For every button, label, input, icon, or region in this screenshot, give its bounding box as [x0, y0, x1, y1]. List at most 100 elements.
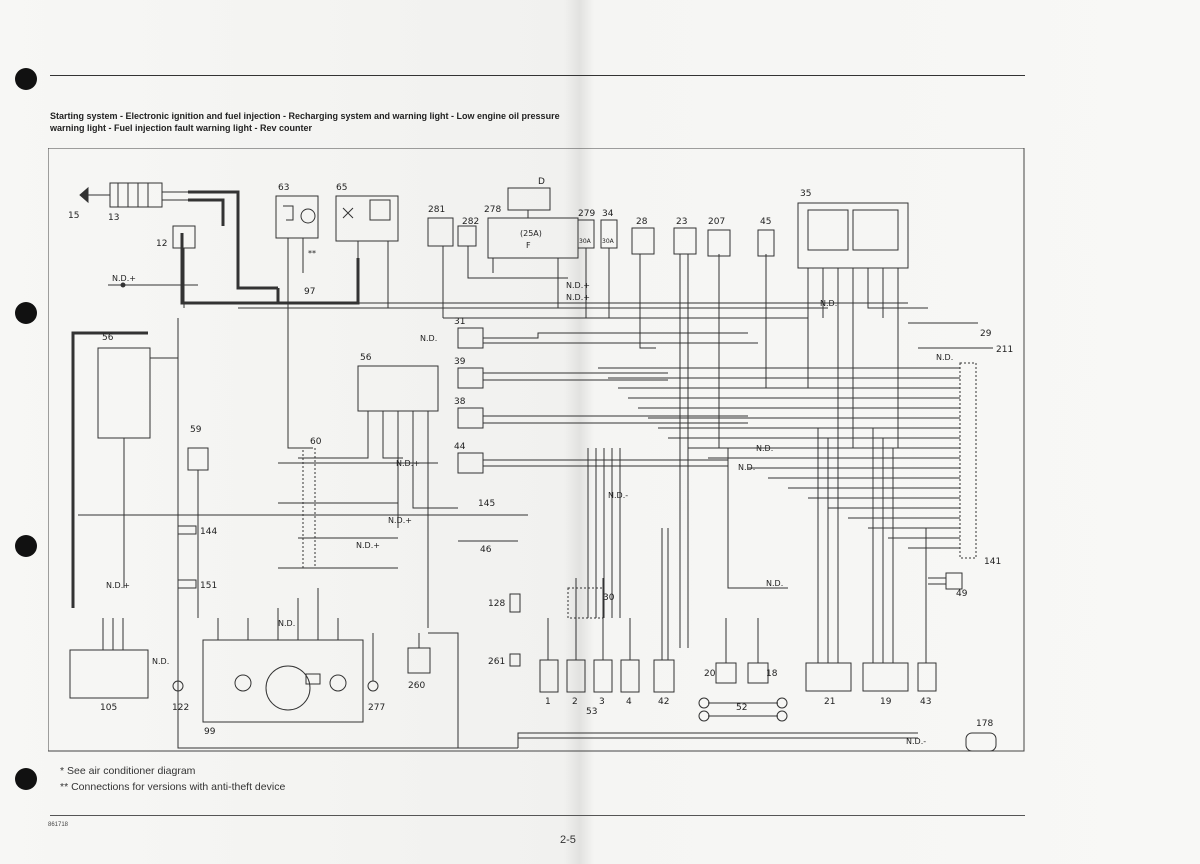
- label-46: 46: [480, 545, 492, 555]
- page-header: Starting system - Electronic ignition an…: [50, 110, 610, 134]
- relay-282: [457, 225, 477, 247]
- label-nd-mid: N.D.: [756, 444, 773, 453]
- alternator-65: [335, 195, 399, 242]
- label-31: 31: [454, 317, 465, 327]
- label-19: 19: [880, 697, 892, 707]
- label-49: 49: [956, 589, 968, 599]
- connector-49: [945, 572, 963, 590]
- label-38: 38: [454, 397, 466, 407]
- ground-277: [367, 680, 379, 692]
- label-59: 59: [190, 425, 202, 435]
- footnote-2: ** Connections for versions with anti-th…: [60, 781, 286, 793]
- fuse-box-278: [487, 187, 579, 259]
- injector-4: [620, 659, 640, 693]
- sensor-38: [457, 407, 484, 429]
- label-23: 23: [676, 217, 687, 227]
- module-105: [69, 649, 149, 699]
- label-fuse-letter: F: [526, 241, 531, 250]
- injector-3: [593, 659, 613, 693]
- label-13: 13: [108, 213, 119, 223]
- label-nd-122: N.D.: [152, 657, 169, 666]
- label-15: 15: [68, 211, 79, 221]
- spark-plug-2: [776, 697, 788, 709]
- label-60: 60: [310, 437, 322, 447]
- label-278: 278: [484, 205, 501, 215]
- sensor-42: [653, 659, 675, 693]
- sensor-178: [965, 732, 997, 752]
- label-nd-minus-injectors: N.D.-: [608, 491, 628, 500]
- connector-141: [959, 362, 977, 559]
- header-rule: [50, 75, 1025, 76]
- relay-281: [427, 217, 454, 247]
- sensor-19: [862, 662, 909, 692]
- label-122: 122: [172, 703, 189, 713]
- instrument-cluster-99: [202, 639, 364, 723]
- label-260: 260: [408, 681, 425, 691]
- label-281: 281: [428, 205, 445, 215]
- binder-hole-3: [15, 535, 37, 557]
- sensor-31: [457, 327, 484, 349]
- battery-13: [79, 182, 188, 208]
- label-fuse: (25A): [520, 229, 542, 238]
- diagram-frame: [48, 148, 1025, 752]
- label-relay-30a-34: 30A: [602, 238, 615, 245]
- component-59: [187, 447, 209, 471]
- sensor-207: [707, 229, 731, 257]
- label-97: 97: [304, 287, 315, 297]
- sensor-45: [757, 229, 775, 257]
- label-4: 4: [626, 697, 632, 707]
- label-282: 282: [462, 217, 479, 227]
- label-145: 145: [478, 499, 495, 509]
- label-45: 45: [760, 217, 771, 227]
- label-35: 35: [800, 189, 811, 199]
- sensor-28: [631, 227, 655, 255]
- header-line-1: Starting system - Electronic ignition an…: [50, 111, 560, 121]
- label-144: 144: [200, 527, 217, 537]
- label-18: 18: [766, 669, 778, 679]
- module-56: [357, 365, 439, 412]
- label-12: 12: [156, 239, 167, 249]
- label-20: 20: [704, 669, 716, 679]
- starter-63: [275, 195, 319, 239]
- label-261: 261: [488, 657, 505, 667]
- injector-2: [566, 659, 586, 693]
- label-99: 99: [204, 727, 216, 737]
- label-178: 178: [976, 719, 993, 729]
- label-nd-plus-46: N.D.+: [388, 516, 412, 525]
- sensor-21: [805, 662, 852, 692]
- connector-261: [509, 653, 521, 667]
- label-34: 34: [602, 209, 614, 219]
- doc-code: 861718: [48, 822, 69, 828]
- label-42: 42: [658, 697, 669, 707]
- header-line-2: warning light - Fuel injection fault war…: [50, 123, 313, 133]
- page-number: 2-5: [560, 834, 576, 846]
- spark-plug-4: [698, 710, 710, 722]
- label-44: 44: [454, 442, 466, 452]
- label-43: 43: [920, 697, 931, 707]
- label-nd-coils: N.D.: [766, 579, 783, 588]
- binder-hole-4: [15, 768, 37, 790]
- spark-plug-1: [698, 697, 710, 709]
- fuse-box-12: [172, 225, 196, 249]
- label-29: 29: [980, 329, 992, 339]
- label-relay-30a-279: 30A: [579, 238, 592, 245]
- connector-30: [567, 587, 604, 619]
- label-nd-plus-battery: N.D.+: [112, 274, 136, 283]
- label-21: 21: [824, 697, 835, 707]
- label-105: 105: [100, 703, 117, 713]
- footnotes: * See air conditioner diagram ** Connect…: [60, 763, 285, 795]
- label-nd-right: N.D.: [936, 353, 953, 362]
- connector-60: [302, 447, 316, 569]
- coil-18: [747, 662, 769, 684]
- label-277: 277: [368, 703, 385, 713]
- label-128: 128: [488, 599, 505, 609]
- label-211: 211: [996, 345, 1013, 355]
- label-nd-plus-151: N.D.+: [106, 581, 130, 590]
- label-39: 39: [454, 357, 466, 367]
- connector-144: [177, 525, 197, 535]
- label-63: 63: [278, 183, 289, 193]
- label-nd-plus-278a: N.D.+: [566, 281, 590, 290]
- sensor-23: [673, 227, 697, 255]
- label-nd-minus-178: N.D.-: [906, 737, 926, 746]
- switch-260: [407, 647, 431, 674]
